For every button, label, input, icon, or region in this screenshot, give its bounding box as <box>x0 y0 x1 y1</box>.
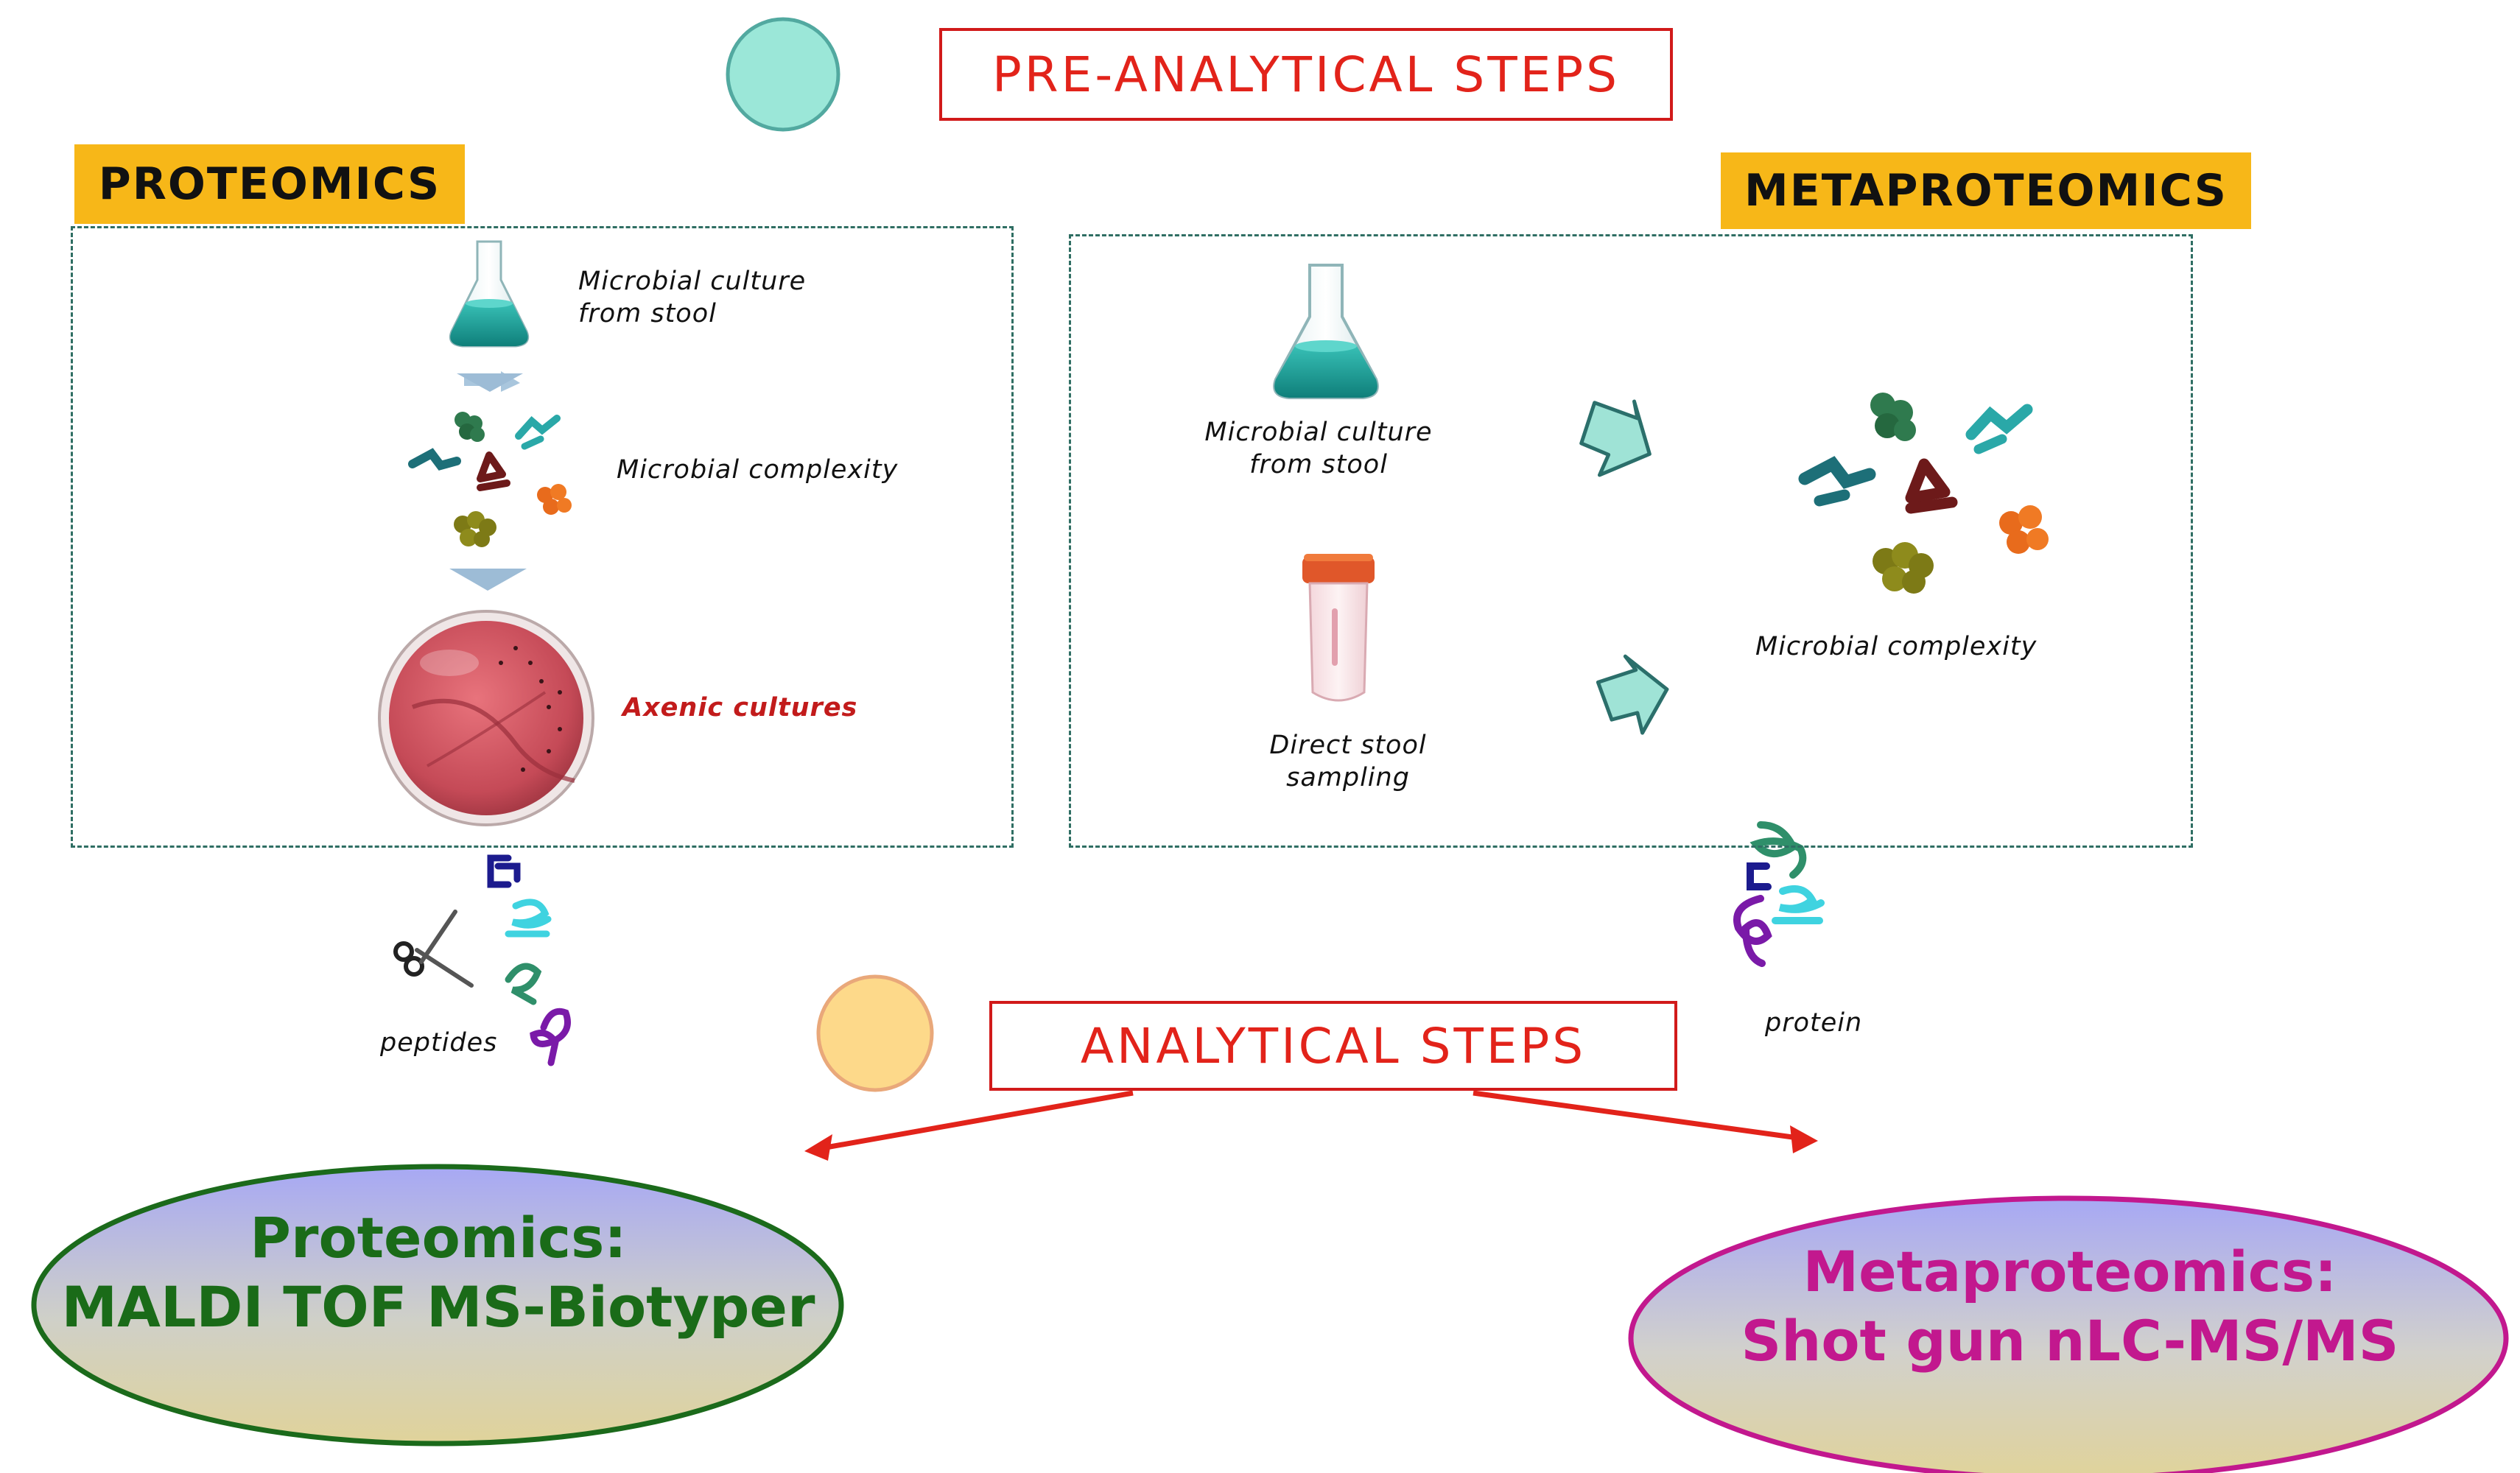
direct-stool-caption: Direct stool sampling <box>1269 731 1427 792</box>
left-red-arrow <box>804 1090 1134 1161</box>
proteomics-tab: PROTEOMICS <box>74 144 465 224</box>
metaproteomics-culture-caption: Microbial culture from stool <box>1204 418 1433 479</box>
proteomics-output-label: Proteomics: MALDI TOF MS-Biotyper <box>61 1205 815 1340</box>
metaproteomics-output-label: Metaproteomics: Shot gun nLC-MS/MS <box>1741 1239 2399 1374</box>
microbes-icon <box>1798 393 2049 594</box>
down-arrow-icon <box>457 371 523 392</box>
microbes-icon <box>408 412 572 547</box>
right-red-arrow <box>1473 1090 1818 1153</box>
metaproteomics-output-ellipse <box>1628 1195 2509 1473</box>
metaproteomics-tab: METAPROTEOMICS <box>1721 152 2251 229</box>
analytical-title: ANALYTICAL STEPS <box>989 1001 1677 1091</box>
protein-caption: protein <box>1765 1008 1863 1038</box>
scissors-icon <box>393 910 474 988</box>
axenic-cultures-caption: Axenic cultures <box>622 693 858 723</box>
metaproteomics-complexity-caption: Microbial complexity <box>1755 632 2038 661</box>
pre-analytical-title: PRE-ANALYTICAL STEPS <box>939 28 1673 121</box>
yellow-circle <box>816 974 934 1092</box>
proteomics-panel <box>71 226 1014 848</box>
flask-icon <box>1273 264 1379 399</box>
metaproteomics-panel <box>1069 234 2193 848</box>
teal-circle <box>726 17 840 132</box>
proteomics-complexity-caption: Microbial complexity <box>617 455 899 485</box>
peptides-caption: peptides <box>380 1028 498 1058</box>
flask-icon <box>449 240 530 348</box>
right-arrow-icon <box>1579 399 1652 477</box>
down-arrow-icon <box>449 569 527 591</box>
peptides-icon <box>487 854 571 1066</box>
proteomics-culture-caption: Microbial culture from stool <box>578 267 807 328</box>
proteomics-output-ellipse <box>31 1164 844 1446</box>
sample-tube-icon <box>1302 554 1375 702</box>
petri-dish-icon <box>378 610 594 826</box>
protein-icon <box>1733 821 1825 967</box>
right-arrow-icon <box>1596 654 1669 735</box>
